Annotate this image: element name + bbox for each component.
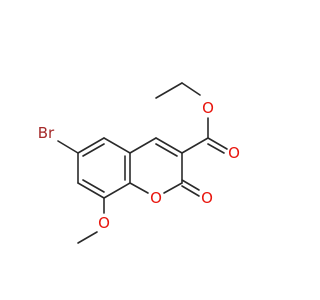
bond-c8-c8a [103, 182, 131, 199]
bond-c2-o1 [163, 182, 183, 194]
bond-c2-o-carbonyl-a [181, 179, 200, 191]
bond-c4-c3-inner [155, 143, 178, 157]
atom-oxygen-lactone-carbonyl: O [201, 189, 213, 207]
atom-labels: Br O O O O O [38, 99, 240, 232]
molecule-structure: Br O O O O O [38, 82, 240, 244]
bond-ch2-ch3 [155, 82, 183, 99]
bond-c7-c8 [77, 182, 105, 199]
bond-c4a-c5 [103, 137, 131, 154]
atom-oxygen-methoxy: O [98, 214, 110, 232]
bond-o-ester-ch2 [181, 82, 201, 96]
atom-bromine: Br [38, 124, 55, 142]
bond-c7-c8-inner [82, 179, 105, 193]
bonds [57, 82, 228, 244]
bond-c5-c6-inner [82, 143, 105, 157]
bond-c2-o-carbonyl-b [181, 185, 200, 197]
bond-c-ester-o-carbonyl-b [207, 143, 225, 154]
bond-c4a-c4 [129, 137, 157, 154]
bond-c3-c-ester [181, 137, 209, 154]
bond-c5-c6 [77, 137, 105, 154]
bond-o-methoxy-ch3 [77, 231, 98, 244]
atom-oxygen-ester: O [202, 99, 214, 117]
bond-o1-c8a [129, 182, 149, 194]
bond-c-ester-o-carbonyl-a [207, 137, 228, 150]
bond-c6-br [57, 140, 79, 154]
atom-oxygen-ring: O [150, 189, 162, 207]
bond-c4-c3 [155, 137, 183, 154]
atom-oxygen-ester-carbonyl: O [228, 144, 240, 162]
